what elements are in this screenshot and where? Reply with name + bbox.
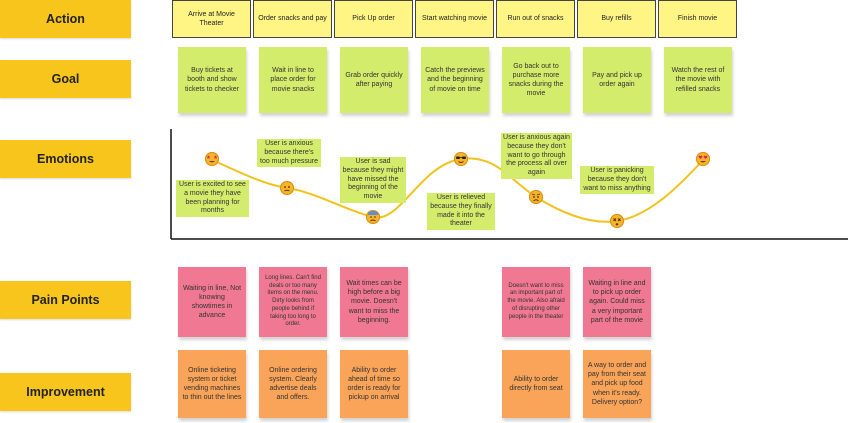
heart-eyes-emoji-icon — [696, 152, 710, 166]
improvement-note: Online ticketing system or ticket vendin… — [178, 350, 246, 418]
goal-note: Wait in line to place order for movie sn… — [259, 47, 327, 113]
emotion-note: User is panicking because they don't wan… — [580, 166, 654, 195]
cool-sunglasses-emoji-icon — [454, 152, 468, 166]
row-label-pain-points: Pain Points — [0, 281, 131, 319]
row-label-improvement: Improvement — [0, 373, 131, 411]
action-buy-refills: Buy refills — [577, 0, 656, 38]
pain-point-note: Waiting in line, Not knowing showtimes i… — [178, 267, 246, 337]
improvement-note: Online ordering system. Clearly advertis… — [259, 350, 327, 418]
action-finish-movie: Finish movie — [658, 0, 737, 38]
goal-note: Grab order quickly after paying — [340, 47, 408, 113]
star-struck-emoji-icon — [205, 152, 219, 166]
action-arrive: Arrive at Movie Theater — [172, 0, 251, 38]
improvement-note: A way to order and pay from their seat a… — [583, 350, 651, 418]
anxious-emoji-icon — [280, 181, 294, 195]
dizzy-emoji-icon — [610, 214, 624, 228]
emotion-note: User is sad because they might have miss… — [340, 157, 406, 203]
row-label-goal: Goal — [0, 60, 131, 98]
goal-note: Buy tickets at booth and show tickets to… — [178, 47, 246, 113]
goal-note: Watch the rest of the movie with refille… — [664, 47, 732, 113]
action-pick-up: Pick Up order — [334, 0, 413, 38]
emotion-note: User is excited to see a movie they have… — [176, 180, 249, 217]
action-run-out: Run out of snacks — [496, 0, 575, 38]
action-order-snacks: Order snacks and pay — [253, 0, 332, 38]
pain-point-note: Wait times can be high before a big movi… — [340, 267, 408, 337]
goal-note: Catch the previews and the beginning of … — [421, 47, 489, 113]
improvement-note: Ability to order ahead of time so order … — [340, 350, 408, 418]
pain-point-note: Doesn't want to miss an important part o… — [502, 267, 570, 337]
goal-note: Go back out to purchase more snacks duri… — [502, 47, 570, 113]
pain-point-note: Long lines. Can't find deals or too many… — [259, 267, 327, 337]
pain-point-note: Waiting in line and to pick up order aga… — [583, 267, 651, 337]
emotion-note: User is relieved because they finally ma… — [427, 193, 495, 230]
improvement-note: Ability to order directly from seat — [502, 350, 570, 418]
emotion-note: User is anxious again because they don't… — [501, 133, 572, 179]
emotion-note: User is anxious because there's too much… — [257, 139, 321, 168]
row-label-emotions: Emotions — [0, 140, 131, 178]
sad-sweat-emoji-icon — [366, 210, 380, 224]
action-start-watching: Start watching movie — [415, 0, 494, 38]
worried-emoji-icon — [529, 190, 543, 204]
goal-note: Pay and pick up order again — [583, 47, 651, 113]
row-label-action: Action — [0, 0, 131, 38]
